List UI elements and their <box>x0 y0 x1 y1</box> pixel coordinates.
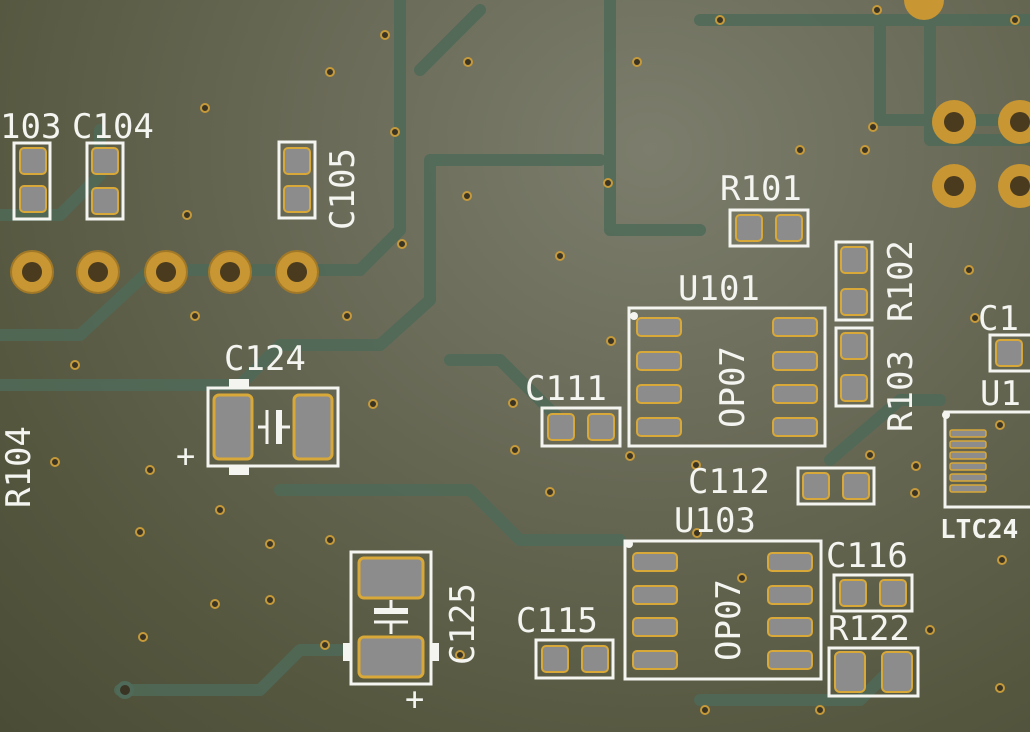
c1-partial-label: C1 <box>978 299 1019 339</box>
c116-label: C116 <box>826 536 908 576</box>
u101-label: U101 <box>678 269 760 309</box>
c125-plus-mark: + <box>405 680 424 718</box>
via-large <box>116 681 134 699</box>
ltc-partial-label: LTC24 <box>940 515 1018 545</box>
r103-partial-label: 103 <box>0 107 61 147</box>
u101-part-number: OP07 <box>713 346 753 428</box>
c115-label: C115 <box>516 601 598 641</box>
vias <box>50 5 1020 715</box>
r103-label: R103 <box>881 350 921 432</box>
r101-label: R101 <box>720 169 802 209</box>
r104-label: R104 <box>0 426 39 508</box>
c115-footprint[interactable] <box>534 638 615 680</box>
c112-label: C112 <box>688 462 770 502</box>
c111-label: C111 <box>525 369 607 409</box>
c104-footprint[interactable] <box>85 141 125 221</box>
c124-label: C124 <box>224 339 306 379</box>
r103-footprint[interactable] <box>12 141 52 221</box>
c104-label: C104 <box>72 107 154 147</box>
u103-part-number: OP07 <box>709 579 749 661</box>
r101-footprint[interactable] <box>728 208 810 248</box>
c116-footprint[interactable] <box>832 573 914 613</box>
copper-traces <box>0 0 1030 706</box>
u101-footprint[interactable] <box>627 306 827 448</box>
c1-footprint-partial[interactable] <box>988 333 1030 373</box>
through-hole-pads-right <box>904 0 1030 208</box>
c105-footprint[interactable] <box>277 140 317 220</box>
c112-footprint[interactable] <box>796 466 876 506</box>
c125-footprint[interactable] <box>343 550 439 686</box>
r102-label: R102 <box>881 240 921 322</box>
c125-label: C125 <box>443 583 483 665</box>
c105-label: C105 <box>323 148 363 230</box>
r122-footprint[interactable] <box>827 646 920 698</box>
u1-partial-label: U1 <box>980 374 1021 414</box>
c124-plus-mark: + <box>176 437 195 475</box>
r103-footprint-right[interactable] <box>834 326 874 408</box>
c111-footprint[interactable] <box>540 406 622 448</box>
u103-footprint[interactable] <box>623 539 823 681</box>
r122-label: R122 <box>828 609 910 649</box>
u1-footprint-partial[interactable] <box>942 410 1030 509</box>
r102-footprint[interactable] <box>834 240 874 322</box>
u103-label: U103 <box>674 501 756 541</box>
c124-footprint[interactable] <box>206 379 340 475</box>
